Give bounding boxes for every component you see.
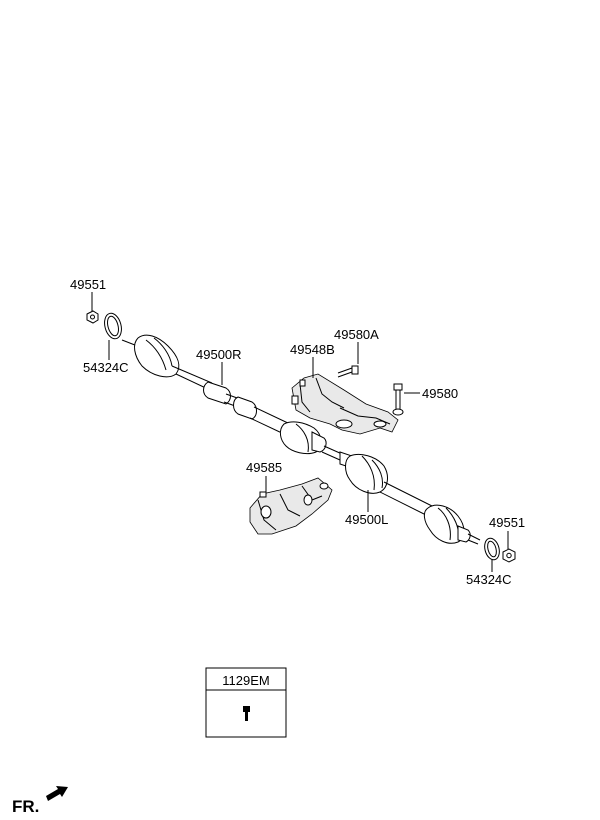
label-support-bracket: 49548B bbox=[290, 342, 335, 357]
ring-left[interactable] bbox=[482, 537, 501, 562]
front-direction-label: FR. bbox=[12, 797, 40, 816]
ring-right[interactable] bbox=[102, 311, 124, 340]
drive-shaft-left[interactable] bbox=[321, 445, 481, 545]
front-arrow-icon bbox=[46, 786, 68, 801]
bolt-icon bbox=[243, 706, 250, 721]
bolt-49580[interactable] bbox=[392, 383, 404, 416]
label-nut-right: 49551 bbox=[70, 277, 106, 292]
drive-shaft-right[interactable] bbox=[121, 334, 327, 455]
label-ring-left: 54324C bbox=[466, 572, 512, 587]
label-shaft-right: 49500R bbox=[196, 347, 242, 362]
legend-code: 1129EM bbox=[222, 673, 269, 688]
legend-box: 1129EM bbox=[205, 667, 287, 738]
label-nut-left: 49551 bbox=[489, 515, 525, 530]
label-bracket: 49585 bbox=[246, 460, 282, 475]
bolt-49580a[interactable] bbox=[337, 365, 359, 378]
leader-lines bbox=[91, 292, 509, 572]
label-ring-right: 54324C bbox=[83, 360, 129, 375]
label-bolt: 49580 bbox=[422, 386, 458, 401]
label-bolt-a: 49580A bbox=[334, 327, 379, 342]
nut-right[interactable] bbox=[86, 310, 99, 324]
bracket-49585[interactable] bbox=[249, 477, 333, 535]
nut-left[interactable] bbox=[502, 548, 516, 563]
support-bracket[interactable] bbox=[291, 373, 399, 435]
label-shaft-left: 49500L bbox=[345, 512, 388, 527]
